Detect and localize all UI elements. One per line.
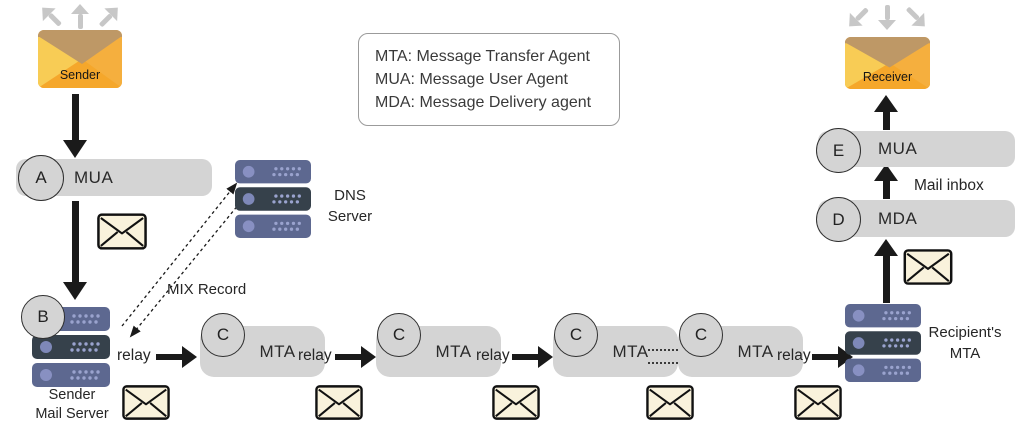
arrow-mua-to-receiver [874,95,898,130]
arrow-up-left-icon [35,1,66,31]
legend-line-mua: MUA: Message User Agent [375,71,568,88]
recipient-mta-label: Recipient's MTA [928,324,1002,362]
dns-query-arrow [121,182,238,327]
mix-record-label: MIX Record [167,281,247,298]
mail-inbox-label: Mail inbox [914,177,984,194]
relay-arrow-1 [156,346,197,368]
relay-label-4: relay [777,347,811,364]
mta-3-label: MTA [612,341,649,361]
relay-label-2: relay [298,347,332,364]
badge-c-1: C [201,313,245,357]
envelope-icon [903,249,953,290]
badge-b: B [21,295,65,339]
relay-arrow-2 [335,346,376,368]
dotted-connector-top [648,349,678,351]
badge-c-2: C [377,313,421,357]
sender-label: Sender [59,68,101,82]
arrow-server-to-mda [874,239,898,303]
sender-spread-arrows [35,1,125,29]
legend-line-mda: MDA: Message Delivery agent [375,94,592,111]
legend-line-mta: MTA: Message Transfer Agent [375,48,590,65]
mta-1-label: MTA [259,341,296,361]
dns-server-icon [235,160,311,243]
arrow-down-right-icon [901,2,932,33]
recipient-mta-icon [845,304,921,387]
badge-c-4: C [679,313,723,357]
badge-c-3: C [554,313,598,357]
arrow-mda-to-mua [874,164,898,199]
mta-4-label: MTA [737,341,774,361]
arrow-down-left-icon [842,2,873,33]
receiver-spread-arrows [842,5,932,33]
relay-label-1: relay [117,347,151,364]
envelope-icon [314,385,364,425]
relay-label-3: relay [476,347,510,364]
mua-a-label: MUA [74,167,114,187]
badge-d: D [816,197,861,242]
receiver-label: Receiver [862,70,913,84]
arrow-up-icon [71,4,89,29]
arrow-mua-to-mailserver [63,201,87,300]
badge-a: A [18,155,64,201]
mua-e-label: MUA [878,139,918,158]
mda-label: MDA [878,208,918,228]
badge-e: E [816,128,861,173]
receiver-envelope-icon: Receiver [845,37,930,89]
legend-box: MTA: Message Transfer Agent MUA: Message… [358,33,620,126]
dotted-connector-bottom [648,362,678,364]
dns-server-label: DNS Server [327,187,373,225]
envelope-icon [121,385,171,425]
arrow-up-right-icon [94,1,125,31]
envelope-icon [97,213,147,255]
mta-2-label: MTA [435,341,472,361]
envelope-icon [793,385,843,425]
envelope-icon [645,385,695,425]
arrow-down-icon [878,5,896,30]
relay-arrow-3 [512,346,553,368]
arrow-sender-to-mua [63,94,87,158]
envelope-icon [491,385,541,425]
sender-mail-server-label: Sender Mail Server [35,387,109,422]
sender-envelope-icon: Sender [38,30,122,88]
